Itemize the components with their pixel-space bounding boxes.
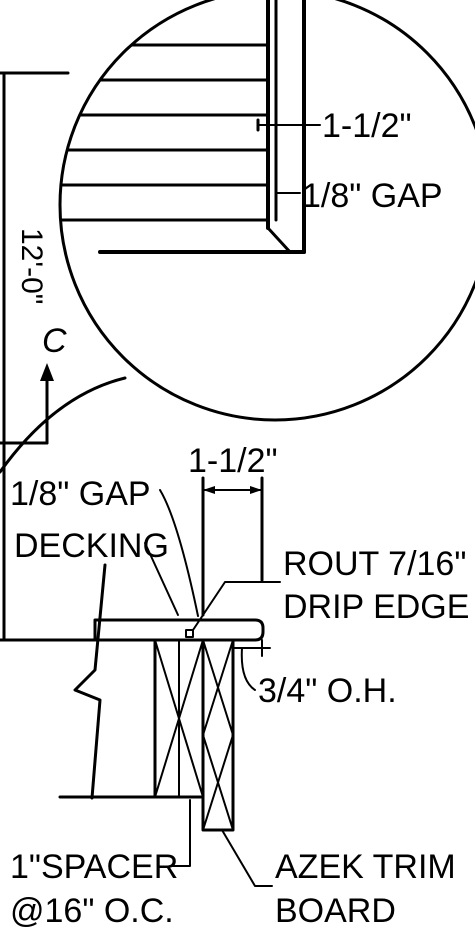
trim-label-line2: BOARD bbox=[275, 892, 396, 929]
trim-x-line bbox=[202, 639, 234, 736]
spacer-label-line1: 1"SPACER bbox=[10, 848, 178, 886]
section-board-width-label: 1-1/2" bbox=[188, 442, 278, 480]
enlarged-detail-circle: 1-1/2" 1/8" GAP bbox=[58, 0, 475, 422]
detail-gap-label: 1/8" GAP bbox=[302, 177, 443, 215]
azek-trim-board bbox=[201, 638, 235, 832]
break-line bbox=[73, 563, 107, 800]
section-arrow-icon bbox=[40, 363, 54, 381]
trim-x-line bbox=[202, 734, 234, 831]
detail-board-width-label: 1-1/2" bbox=[322, 107, 412, 145]
dimension-arrow-icon bbox=[250, 486, 262, 494]
section-marker: C bbox=[0, 322, 67, 445]
decking-leader bbox=[144, 542, 179, 616]
trim-leader bbox=[221, 829, 273, 887]
trim-board-corner bbox=[266, 226, 292, 254]
spacer-leader bbox=[169, 799, 191, 867]
rout-leader bbox=[192, 581, 281, 631]
section-gap-leader bbox=[159, 489, 199, 617]
section-gap-label: 1/8" GAP bbox=[10, 475, 151, 513]
dimension-arrow-icon bbox=[203, 486, 215, 494]
section-board-width-dimension: 1-1/2" bbox=[188, 442, 278, 494]
deck-board bbox=[93, 618, 265, 642]
upper-trim-board bbox=[201, 476, 264, 617]
rout-label-line2: DRIP EDGE bbox=[283, 588, 469, 626]
spacer-and-trim bbox=[58, 638, 235, 832]
detail-callout-arc bbox=[0, 376, 127, 474]
spacer-label-line2: @16" O.C. bbox=[10, 892, 174, 929]
section-marker-letter: C bbox=[42, 322, 67, 360]
dimension-length-label: 12'-0" bbox=[15, 228, 48, 304]
drip-edge-rout bbox=[185, 629, 194, 638]
length-dimension: 12'-0" bbox=[0, 71, 97, 642]
deck-board-outline bbox=[93, 618, 265, 642]
rout-label-line1: ROUT 7/16" bbox=[283, 545, 466, 583]
trim-label-line1: AZEK TRIM bbox=[275, 848, 456, 886]
overhang-leader bbox=[240, 647, 256, 691]
decking-label: DECKING bbox=[14, 527, 169, 565]
detail-circle-outline bbox=[58, 0, 475, 422]
overhang-label: 3/4" O.H. bbox=[258, 672, 397, 710]
